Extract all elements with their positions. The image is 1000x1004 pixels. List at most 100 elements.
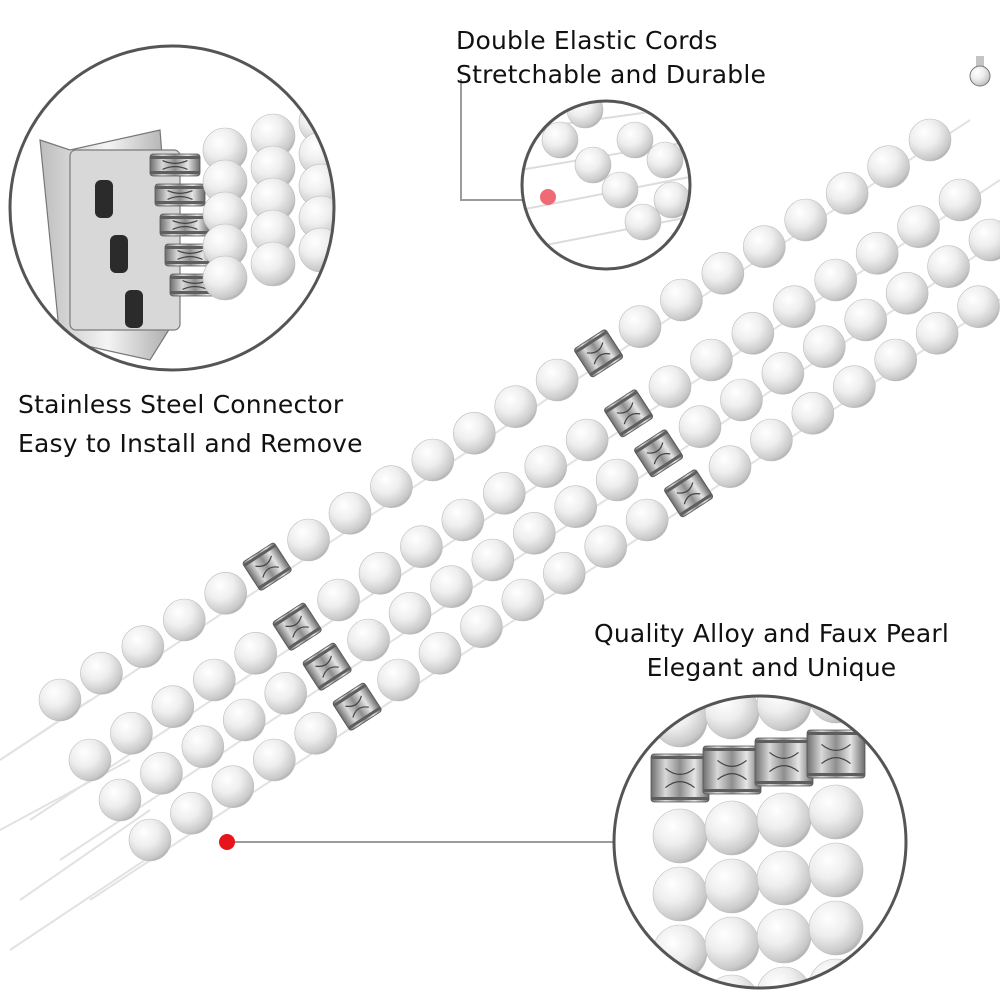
pearl-bead xyxy=(68,738,112,782)
alloy-spacer xyxy=(242,542,292,591)
pearl-bead xyxy=(358,552,402,595)
pearl-bead xyxy=(704,974,760,988)
pearl-bead xyxy=(908,118,952,162)
cords-callout-marker xyxy=(540,189,556,205)
pearl-bead xyxy=(957,285,1000,328)
connector-slot xyxy=(125,290,143,328)
pearl-bead xyxy=(731,312,775,355)
pearl-bead xyxy=(565,418,609,462)
pearl-bead xyxy=(347,214,391,258)
pearl-bead xyxy=(915,312,959,355)
pearl-bead xyxy=(264,672,308,715)
pearl-bead xyxy=(38,678,82,722)
pearl-bead xyxy=(250,241,296,287)
pearl-bead xyxy=(192,658,236,702)
pearl-bead xyxy=(535,358,579,402)
pearl-bead xyxy=(618,305,662,348)
pearl-bead xyxy=(482,472,526,515)
pearl-bead xyxy=(494,385,538,428)
pearl-bead xyxy=(832,365,876,408)
pearl-bead xyxy=(678,405,722,448)
pearl-bead xyxy=(377,658,420,702)
connector-callout-text: Stainless Steel Connector Easy to Instal… xyxy=(18,386,363,464)
pearl-bead xyxy=(791,392,835,435)
pearl-bead xyxy=(430,565,473,608)
pearl-bead xyxy=(646,141,684,179)
pearl-bead xyxy=(98,778,142,822)
pearl-bead xyxy=(151,685,195,728)
pearl-bead xyxy=(418,632,462,675)
pearl-bead xyxy=(624,203,662,241)
alloy-spacer xyxy=(154,183,206,207)
pearl-bead xyxy=(501,578,545,622)
band-clasp-pin xyxy=(969,56,991,87)
pearl-bead xyxy=(574,146,612,184)
pearl-bead xyxy=(388,592,432,635)
pearl-bead xyxy=(938,178,982,222)
pearl-bead xyxy=(110,712,153,755)
alloy-spacer xyxy=(159,213,211,237)
pearl-bead xyxy=(252,738,296,782)
pearl-bead xyxy=(704,800,760,856)
cords-callout-line2: Stretchable and Durable xyxy=(456,59,767,89)
pearl-bead xyxy=(808,842,864,898)
pearl-bead xyxy=(897,205,940,248)
alloy-spacer xyxy=(754,737,814,787)
pearl-bead xyxy=(927,245,970,288)
pearl-bead xyxy=(874,338,918,382)
pearl-bead xyxy=(317,578,360,622)
pearl-bead xyxy=(524,445,568,488)
pearl-bead xyxy=(802,325,846,368)
pearl-bead xyxy=(162,598,206,642)
pearl-bead xyxy=(652,982,708,988)
pearl-strands xyxy=(38,118,1000,862)
pearl-bead xyxy=(652,866,708,922)
cords-callout-line xyxy=(460,79,545,201)
pearl-bead xyxy=(742,225,786,268)
pearl-bead xyxy=(867,145,910,188)
pearl-bead xyxy=(287,518,330,562)
pearl-bead xyxy=(222,698,266,742)
pearl-bead xyxy=(652,924,708,980)
alloy-spacer xyxy=(604,389,654,438)
pearl-bead xyxy=(441,498,485,542)
pearl-bead xyxy=(584,525,628,568)
pearl-bead xyxy=(411,438,455,482)
pearl-bead xyxy=(170,792,213,835)
cords-callout-text: Double Elastic Cords Stretchable and Dur… xyxy=(456,24,766,92)
pearl-bead xyxy=(704,696,760,740)
pearl-bead xyxy=(750,418,793,462)
connector-callout-line2: Easy to Install and Remove xyxy=(18,428,363,458)
pearl-bead xyxy=(648,365,692,408)
alloy-spacer xyxy=(574,329,624,378)
pearl-bead xyxy=(80,652,123,695)
alloy-spacer xyxy=(664,469,714,518)
pearl-bead xyxy=(690,338,733,382)
pearl-bead xyxy=(512,512,556,555)
pearl-bead xyxy=(708,445,752,488)
pearl-bead xyxy=(701,252,745,295)
pearl-bead xyxy=(756,850,812,906)
pearl-bead xyxy=(541,121,579,159)
pearl-bead xyxy=(347,150,391,194)
pearl-bead xyxy=(968,218,1000,262)
pearl-bead xyxy=(471,538,515,582)
pearl-bead xyxy=(808,900,864,956)
pearl-bead xyxy=(298,99,334,145)
cords-magnifier xyxy=(520,99,692,271)
pearl-bead xyxy=(601,171,639,209)
pearl-bead xyxy=(808,784,864,840)
alloy-spacer xyxy=(702,745,762,795)
pearl-bead xyxy=(554,485,598,528)
connector-callout-line1: Stainless Steel Connector xyxy=(18,390,344,419)
pearl-bead xyxy=(660,278,703,322)
pearl-bead xyxy=(460,605,503,648)
pearl-bead xyxy=(825,172,869,215)
pearl-bead xyxy=(328,492,372,535)
connector-slot xyxy=(110,235,128,273)
pearl-bead xyxy=(542,552,586,595)
pearl-bead xyxy=(756,792,812,848)
pearl-bead xyxy=(211,765,255,808)
